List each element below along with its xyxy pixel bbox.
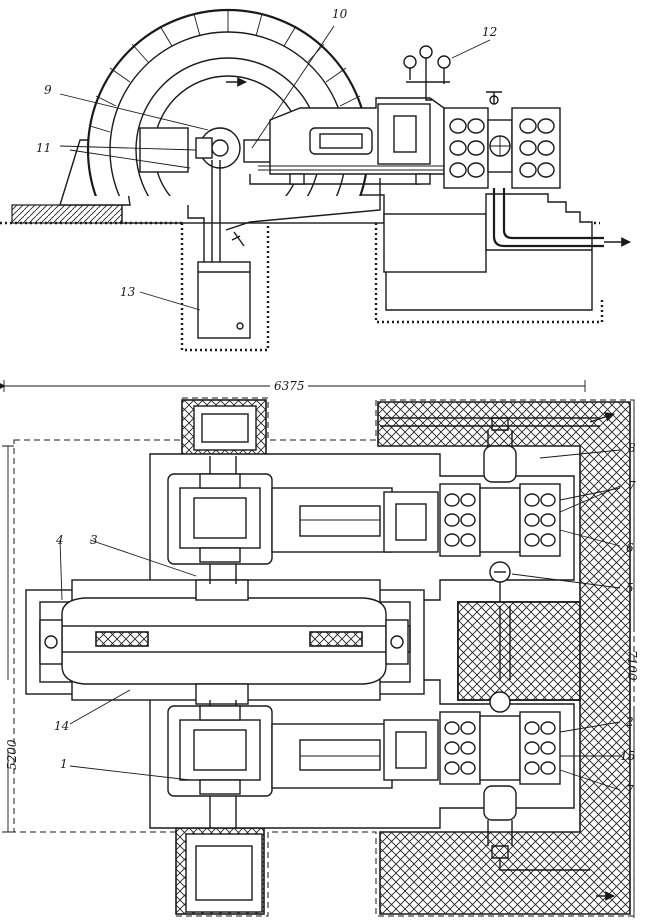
lower-pump — [271, 691, 590, 871]
label-11: 11 — [36, 141, 51, 155]
label-9: 9 — [44, 83, 52, 97]
label-13: 13 — [120, 285, 136, 299]
dimension-5200-text: 5200 — [5, 739, 19, 770]
label-2: 2 — [625, 715, 634, 729]
label-4: 4 — [55, 533, 64, 547]
label-7-top: 7 — [628, 479, 636, 493]
label-15: 15 — [620, 749, 635, 763]
label-14: 14 — [54, 719, 69, 733]
crankshaft-housing — [25, 456, 425, 828]
plan-view — [0, 380, 635, 918]
label-1: 1 — [60, 757, 68, 771]
lower-bearing — [167, 705, 273, 797]
dimension-6375 — [0, 380, 586, 392]
discharge-pipe — [492, 188, 631, 248]
oil-tank — [187, 160, 381, 339]
label-6: 6 — [626, 541, 634, 555]
upper-pump — [271, 417, 561, 602]
dimension-7100-text: 7100 — [625, 650, 639, 681]
leader-lines — [59, 25, 621, 791]
label-3: 3 — [90, 533, 98, 547]
label-5: 5 — [626, 581, 634, 595]
pressure-gauges — [403, 45, 451, 101]
motor-block-bottom — [185, 833, 263, 913]
part-labels: 10 12 9 11 13 6375 8 7 3 4 6 5 7100 14 2… — [5, 7, 639, 797]
dimension-length-text: 6375 — [274, 379, 305, 393]
elevation-view — [0, 8, 631, 352]
label-10: 10 — [332, 7, 348, 21]
dimension-5200 — [2, 445, 14, 833]
pump-frame — [249, 97, 445, 185]
suction-lines — [380, 412, 615, 901]
label-12: 12 — [482, 25, 497, 39]
pump-head — [443, 91, 561, 189]
label-8: 8 — [628, 441, 636, 455]
upper-bearing — [167, 473, 273, 565]
foundation — [0, 193, 604, 352]
crank-bearing — [139, 127, 271, 173]
motor-block-top — [193, 405, 257, 451]
label-7-bottom: 7 — [626, 783, 634, 797]
